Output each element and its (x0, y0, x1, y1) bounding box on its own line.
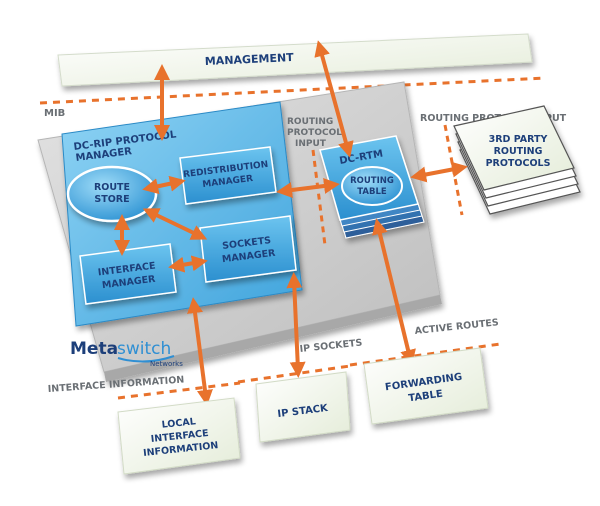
arrow-interface-localinfo (187, 297, 213, 406)
arrow-management-dcrtm (314, 40, 354, 158)
ip-stack-box (255, 371, 351, 443)
arrow-dcrtm-thirdparty (410, 161, 468, 183)
third-party-protocols-stack (453, 105, 581, 215)
local-interface-information-box (117, 397, 241, 475)
sockets-manager-box (199, 215, 297, 283)
arrow-interface-sockets (168, 255, 208, 273)
arrow-dcrtm-forwarding (372, 218, 416, 366)
logo-networks-text: Networks (150, 360, 183, 368)
routing-protocol-input-mid-line1: ROUTING (287, 117, 333, 127)
routing-protocol-input-mid-line3: INPUT (295, 139, 327, 149)
arrow-redistribution-dcrtm (276, 178, 340, 198)
logo-meta-text: Meta (70, 339, 118, 359)
third-party-line3: PROTOCOLS (486, 158, 551, 169)
mib-dashed-line (39, 76, 546, 105)
metaswitch-logo: Meta switch Networks (70, 339, 183, 368)
forwarding-line2: TABLE (408, 389, 444, 405)
routing-table-ellipse (341, 166, 403, 206)
ip-sockets-dashed-line (237, 364, 351, 384)
arrow-routestore-redistribution (142, 175, 186, 195)
third-party-line2: ROUTING (494, 146, 543, 157)
forwarding-table-box (363, 347, 489, 425)
routing-table-line2: TABLE (357, 187, 387, 197)
interface-manager-box (79, 243, 177, 305)
route-store-line1: ROUTE (94, 182, 130, 193)
management-box (57, 33, 533, 87)
third-party-line1: 3RD PARTY (489, 134, 548, 145)
routing-protocol-input-mid-line2: PROTOCOL (287, 128, 342, 138)
arrow-sockets-ipstack (286, 272, 306, 378)
active-routes-label: ACTIVE ROUTES (414, 317, 499, 337)
logo-switch-text: switch (117, 339, 171, 359)
route-store-line2: STORE (94, 194, 129, 205)
local-info-line1: LOCAL (161, 416, 196, 431)
ip-sockets-label: IP SOCKETS (299, 337, 363, 355)
mib-label: MIB (44, 108, 65, 119)
management-label: MANAGEMENT (205, 51, 295, 68)
logo-swoosh-icon (117, 355, 175, 363)
routing-table-line1: ROUTING (350, 176, 394, 186)
arrow-routestore-sockets (142, 208, 208, 240)
